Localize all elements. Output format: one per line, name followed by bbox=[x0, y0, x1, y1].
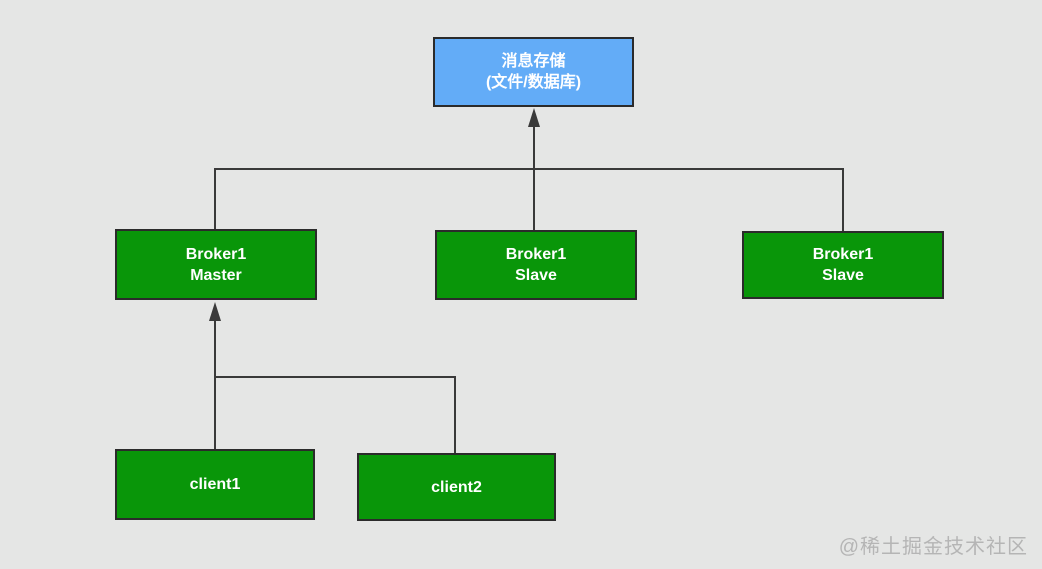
arrowhead-to-storage-icon bbox=[528, 108, 540, 127]
node-broker1-master-label-line1: Broker1 bbox=[185, 245, 247, 263]
node-broker1-slave-middle-label-line2: Slave bbox=[515, 267, 557, 284]
node-broker1-slave-middle-label-line1: Broker1 bbox=[505, 246, 567, 263]
node-broker1-slave-right-label-line1: Broker1 bbox=[812, 246, 874, 263]
watermark: @稀土掘金技术社区 bbox=[838, 536, 1028, 558]
node-client1-label: client1 bbox=[189, 476, 241, 493]
node-message-storage: 消息存储 (文件/数据库) bbox=[433, 37, 634, 107]
node-broker1-master-label-line2: Master bbox=[190, 266, 242, 284]
node-client2: client2 bbox=[357, 453, 556, 521]
node-client2-label: client2 bbox=[431, 478, 482, 496]
node-broker1-slave-right: Broker1 Slave bbox=[742, 231, 944, 299]
node-message-storage-label-line1: 消息存储 bbox=[501, 53, 566, 70]
node-broker1-slave-right-label-line2: Slave bbox=[822, 267, 864, 284]
node-broker1-slave-middle: Broker1 Slave bbox=[435, 230, 637, 300]
node-message-storage-label-line2: (文件/数据库) bbox=[485, 74, 582, 91]
edge-broker-rail bbox=[214, 168, 844, 231]
edge-client2-elbow bbox=[215, 376, 456, 453]
arrowhead-to-master-icon bbox=[209, 302, 221, 321]
node-client1: client1 bbox=[115, 449, 315, 520]
node-broker1-master: Broker1 Master bbox=[115, 229, 317, 300]
